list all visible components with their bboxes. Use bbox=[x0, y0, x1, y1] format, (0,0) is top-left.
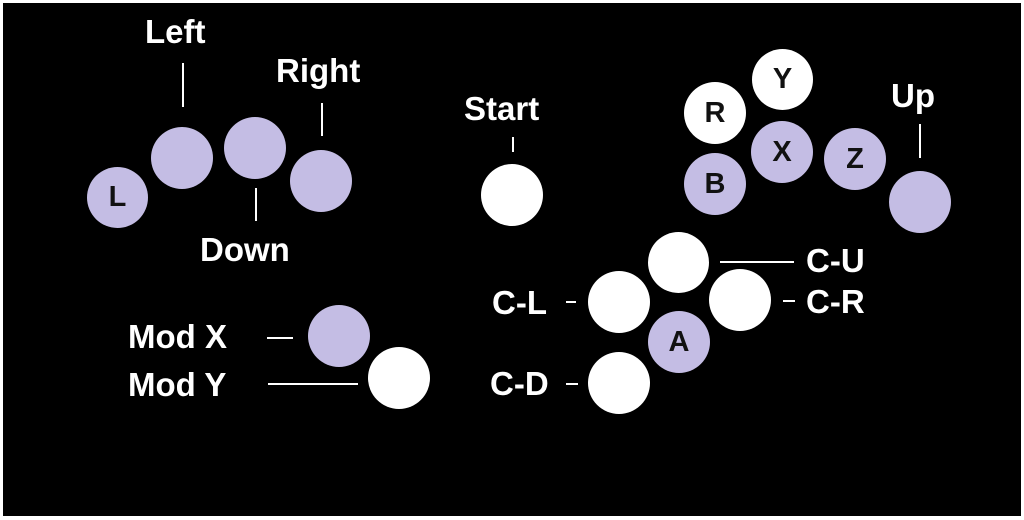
b-button[interactable]: B bbox=[684, 153, 746, 215]
c-left-button[interactable] bbox=[588, 271, 650, 333]
down-label: Down bbox=[200, 231, 290, 268]
right-button[interactable] bbox=[290, 150, 352, 212]
l-button[interactable]: L bbox=[87, 167, 148, 228]
y-button[interactable]: Y bbox=[752, 49, 813, 110]
mod-y-label: Mod Y bbox=[128, 366, 227, 403]
c-down-leader-line bbox=[566, 383, 578, 385]
mod-y-button[interactable] bbox=[368, 347, 430, 409]
c-right-label: C-R bbox=[806, 283, 865, 320]
c-up-label: C-U bbox=[806, 242, 865, 279]
c-left-label: C-L bbox=[492, 284, 547, 321]
mod-x-leader-line bbox=[267, 337, 293, 339]
left-leader-line bbox=[182, 63, 184, 107]
c-right-leader-line bbox=[783, 300, 795, 302]
c-up-button[interactable] bbox=[648, 232, 709, 293]
c-right-button[interactable] bbox=[709, 269, 771, 331]
r-button[interactable]: R bbox=[684, 82, 746, 144]
start-button[interactable] bbox=[481, 164, 543, 226]
layout-board bbox=[3, 3, 1021, 516]
down-leader-line bbox=[255, 188, 257, 221]
right-label: Right bbox=[276, 52, 361, 89]
x-button[interactable]: X bbox=[751, 121, 813, 183]
c-up-leader-line bbox=[720, 261, 794, 263]
mod-x-button[interactable] bbox=[308, 305, 370, 367]
start-label: Start bbox=[464, 90, 540, 127]
left-button[interactable] bbox=[151, 127, 213, 189]
c-down-button[interactable] bbox=[588, 352, 650, 414]
z-button[interactable]: Z bbox=[824, 128, 886, 190]
left-label: Left bbox=[145, 13, 206, 50]
down-button[interactable] bbox=[224, 117, 286, 179]
up-label: Up bbox=[891, 77, 935, 114]
c-down-label: C-D bbox=[490, 365, 549, 402]
up-button[interactable] bbox=[889, 171, 951, 233]
a-button[interactable]: A bbox=[648, 311, 710, 373]
start-leader-line bbox=[512, 137, 514, 152]
up-leader-line bbox=[919, 124, 921, 158]
mod-x-label: Mod X bbox=[128, 318, 227, 355]
right-leader-line bbox=[321, 103, 323, 136]
mod-y-leader-line bbox=[268, 383, 358, 385]
c-left-leader-line bbox=[566, 301, 576, 303]
